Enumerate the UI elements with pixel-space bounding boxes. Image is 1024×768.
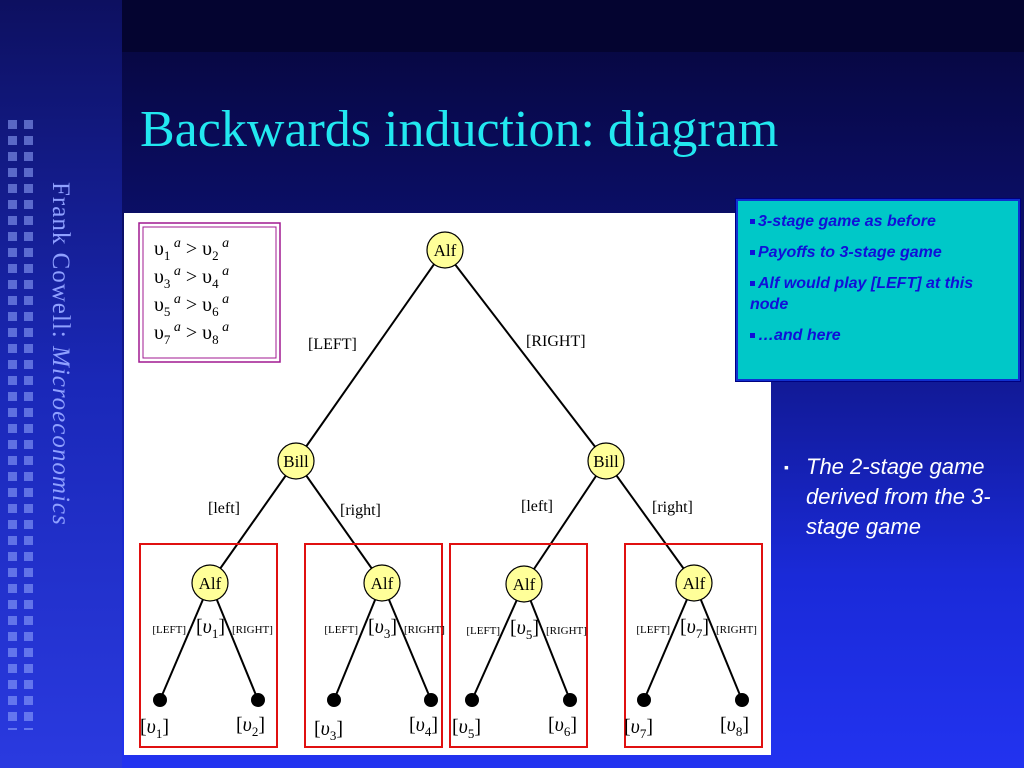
info-item-text: Payoffs to 3-stage game: [758, 244, 942, 261]
subgame-right-label: [RIGHT]: [404, 624, 445, 636]
terminal-node: [251, 693, 265, 707]
payoff-label: [υ8]: [720, 714, 749, 739]
subgame-player-label: Alf: [371, 574, 394, 593]
game-tree: υ1 a > υ2 aυ3 a > υ4 aυ5 a > υ6 aυ7 a > …: [138, 222, 763, 748]
conditions-box-inner: [142, 226, 277, 359]
condition-line: υ7 a > υ8 a: [154, 320, 229, 347]
terminal-node: [327, 693, 341, 707]
side-note: ▪ The 2-stage game derived from the 3-st…: [784, 452, 1004, 542]
bullet-icon: [750, 333, 755, 339]
info-item-text: 3-stage game as before: [758, 213, 936, 230]
conditions-box: [138, 222, 281, 363]
bill-left-node-label: Bill: [283, 452, 309, 471]
subgame-box-2: [304, 543, 443, 748]
sidebar: Frank Cowell: Microeconomics: [0, 0, 122, 768]
condition-line: υ3 a > υ4 a: [154, 264, 229, 291]
bill-node-left: [277, 442, 315, 480]
bullet-icon: [750, 281, 755, 287]
author-credit: Frank Cowell: Microeconomics: [46, 182, 74, 526]
condition-line: υ1 a > υ2 a: [154, 236, 229, 263]
alf-node-3: [505, 565, 543, 603]
info-item: 3-stage game as before: [750, 211, 1010, 232]
subgame-player-label: Alf: [513, 575, 536, 594]
bullet-icon: [750, 250, 755, 256]
info-item-text: Alf would play [LEFT] at this node: [750, 275, 974, 313]
payoff-label: [υ1]: [140, 716, 169, 741]
alf-node-1: [191, 564, 229, 602]
terminal-node: [637, 693, 651, 707]
condition-line: υ5 a > υ6 a: [154, 292, 229, 319]
subgame-box-4: [624, 543, 763, 748]
alf-node-2: [363, 564, 401, 602]
root-node-alf: [426, 231, 464, 269]
note-text: The 2-stage game derived from the 3-stag…: [806, 454, 991, 539]
subgame-edges: [159, 582, 743, 701]
subgame-left-label: [LEFT]: [324, 624, 358, 636]
terminal-node: [735, 693, 749, 707]
payoff-label: [υ2]: [236, 714, 265, 739]
bill-right-right-label: [right]: [652, 499, 693, 516]
subgame-left-label: [LEFT]: [636, 624, 670, 636]
terminal-node: [563, 693, 577, 707]
bill-left-left-label: [left]: [208, 500, 240, 517]
alf-node-4: [675, 564, 713, 602]
bill-left-right-label: [right]: [340, 502, 381, 519]
subgame-value-label: [υ7]: [680, 616, 709, 641]
subgame-right-label: [RIGHT]: [546, 625, 587, 637]
payoff-label: [υ5]: [452, 716, 481, 741]
subgame-player-label: Alf: [683, 574, 706, 593]
course-name: Microeconomics: [47, 346, 74, 526]
root-left-label: [LEFT]: [308, 336, 357, 353]
subgame-left-label: [LEFT]: [152, 624, 186, 636]
info-item: Alf would play [LEFT] at this node: [750, 273, 1010, 315]
terminal-node: [465, 693, 479, 707]
tree-edges: [209, 249, 695, 585]
subgame-left-label: [LEFT]: [466, 625, 500, 637]
terminal-node: [153, 693, 167, 707]
subgame-right-label: [RIGHT]: [716, 624, 757, 636]
bill-right-node-label: Bill: [593, 452, 619, 471]
subgame-box-1: [139, 543, 278, 748]
slide-title: Backwards induction: diagram: [140, 101, 779, 158]
sidebar-pattern: [8, 120, 40, 730]
subgame-box-3: [449, 543, 588, 748]
info-item: …and here: [750, 325, 1010, 346]
subgame-value-label: [υ3]: [368, 616, 397, 641]
info-item: Payoffs to 3-stage game: [750, 242, 1010, 263]
terminal-node: [424, 693, 438, 707]
note-bullet: ▪: [784, 459, 789, 475]
payoff-label: [υ6]: [548, 714, 577, 739]
payoff-label: [υ4]: [409, 714, 438, 739]
author-name: Frank Cowell:: [47, 182, 74, 339]
subgame-value-label: [υ5]: [510, 617, 539, 642]
subgame-right-label: [RIGHT]: [232, 624, 273, 636]
payoff-label: [υ7]: [624, 716, 653, 741]
terminal-nodes: [153, 693, 749, 707]
bill-right-left-label: [left]: [521, 498, 553, 515]
bullet-icon: [750, 219, 755, 225]
bill-node-right: [587, 442, 625, 480]
top-band: [122, 0, 1024, 52]
subgame-player-label: Alf: [199, 574, 222, 593]
payoff-label: [υ3]: [314, 718, 343, 743]
root-right-label: [RIGHT]: [526, 333, 586, 350]
info-box: 3-stage game as before Payoffs to 3-stag…: [735, 198, 1021, 382]
subgame-boxes: [139, 543, 763, 748]
info-item-text: …and here: [758, 327, 841, 344]
subgame-value-label: [υ1]: [196, 616, 225, 641]
root-node-label: Alf: [434, 241, 457, 260]
